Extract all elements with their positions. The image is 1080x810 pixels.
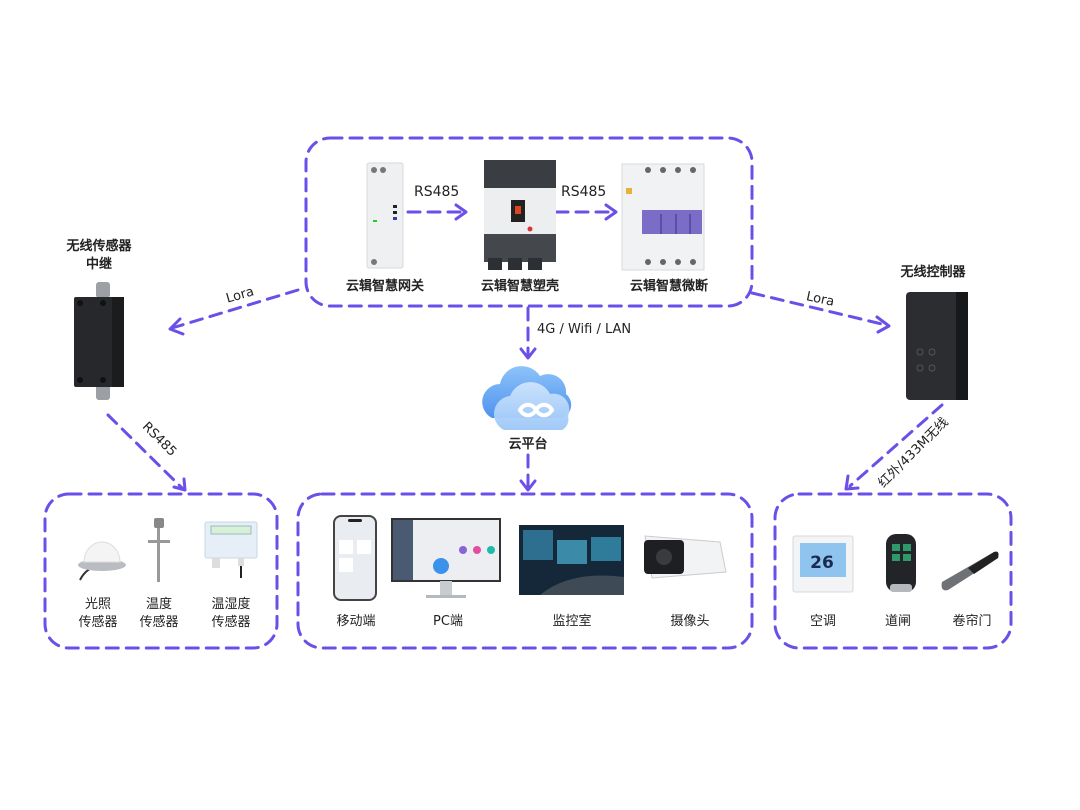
light-sensor-line2: 传感器 [78,615,118,630]
arrowhead [519,479,537,492]
air-conditioner-label: 空调 [809,614,837,629]
camera-icon [644,535,727,579]
miniature-breaker-icon [621,163,705,271]
ir-433-link [848,403,944,488]
wireless-controller-icon [906,292,968,400]
light-sensor-icon [78,541,126,581]
controlled-group-box [773,492,1013,650]
client-group-box [296,492,754,650]
pc-monitor-icon [391,518,501,598]
temperature-sensor-icon [148,518,170,582]
mobile-label: 移动端 [336,614,376,629]
lora-link-right [750,291,888,327]
temp-humidity-sensor-line1: 温湿度 [211,597,251,612]
arrowhead [519,347,537,360]
mobile-app-icon [333,515,377,601]
temp-humidity-sensor-label: 温湿度 传感器 [211,596,250,632]
network-label: 4G / Wifi / LAN [537,322,632,337]
sensor-relay-icon [74,282,124,400]
barrier-remote-icon [886,534,916,592]
rs485-label-2: RS485 [561,184,607,200]
rolling-door-label: 卷帘门 [952,614,992,629]
temperature-sensor-line2: 传感器 [139,615,179,630]
top-group-box [304,136,754,308]
lora-link-left [170,288,300,330]
cloud-label: 云平台 [508,437,548,452]
controller-title: 无线控制器 [900,265,966,280]
temperature-sensor-label: 温度 传感器 [139,596,178,632]
arrowhead [875,315,891,334]
mini-breaker-label: 云辑智慧微断 [629,279,709,294]
light-sensor-label: 光照 传感器 [78,596,117,632]
pc-label: PC端 [433,614,463,629]
gateway-label: 云辑智慧网关 [345,279,425,294]
thermostat-display: 26 [810,553,834,573]
light-sensor-line1: 光照 [84,597,112,612]
arrowhead [454,203,468,221]
arrowhead [168,317,185,336]
sensor-group-box [43,492,279,650]
rs485-label-1: RS485 [414,184,460,200]
relay-title-line2: 中继 [85,257,113,272]
molded-breaker-label: 云辑智慧塑壳 [480,279,560,294]
camera-label: 摄像头 [670,614,710,629]
monitoring-room-label: 监控室 [552,614,592,629]
relay-title-line1: 无线传感器 [66,239,132,254]
relay-title: 无线传感器 中继 [66,238,131,274]
cloud-platform-icon [482,366,572,430]
molded-case-breaker-icon [484,160,556,270]
temp-humidity-sensor-line2: 传感器 [211,615,251,630]
arrowhead [172,477,187,492]
shutter-remote-icon [941,551,999,591]
gateway-module-icon [366,162,404,269]
rs485-relay-link [106,413,184,490]
monitoring-room-icon [519,525,624,595]
temperature-sensor-line1: 温度 [145,597,173,612]
temp-humidity-sensor-icon [204,521,258,578]
arrowhead [604,203,618,221]
arrowhead [844,474,860,491]
barrier-gate-label: 道闸 [884,614,912,629]
thermostat-icon [792,535,854,593]
